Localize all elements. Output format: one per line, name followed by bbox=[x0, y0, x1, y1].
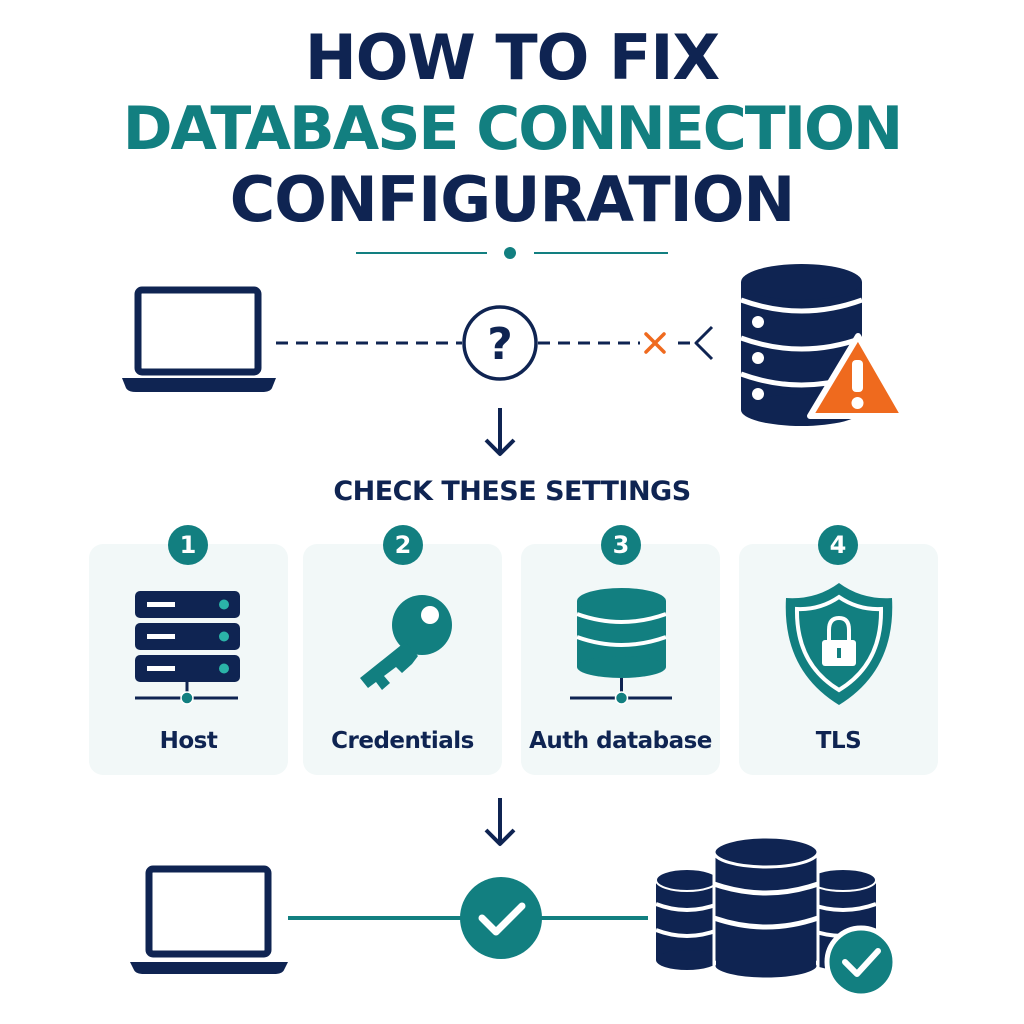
arrow-down-icon bbox=[484, 408, 516, 456]
step-badge-1: 1 bbox=[168, 525, 208, 565]
database-network-icon bbox=[570, 588, 672, 705]
warning-icon bbox=[807, 333, 907, 419]
section-heading: CHECK THESE SETTINGS bbox=[333, 476, 691, 507]
title-line-2: DATABASE CONNECTION bbox=[122, 94, 904, 164]
title-line-1: HOW TO FIX bbox=[304, 21, 720, 94]
step-badge-4: 4 bbox=[818, 525, 858, 565]
key-icon bbox=[360, 595, 452, 690]
setting-label-auth-database: Auth database bbox=[529, 728, 712, 754]
laptop-icon bbox=[122, 286, 276, 392]
title-line-3: CONFIGURATION bbox=[229, 163, 796, 236]
step-badge-3: 3 bbox=[601, 525, 641, 565]
check-badge-icon bbox=[824, 925, 898, 999]
server-icon bbox=[135, 591, 240, 705]
step-badge-2: 2 bbox=[383, 525, 423, 565]
setting-label-host: Host bbox=[159, 728, 218, 754]
broken-link-icon bbox=[644, 325, 714, 361]
laptop-icon bbox=[130, 865, 288, 974]
title-divider bbox=[356, 247, 668, 259]
setting-label-credentials: Credentials bbox=[331, 728, 474, 754]
shield-lock-icon bbox=[785, 583, 893, 705]
arrow-down-icon bbox=[484, 798, 516, 846]
check-icon bbox=[460, 877, 542, 959]
setting-label-tls: TLS bbox=[815, 728, 862, 754]
question-symbol: ? bbox=[487, 319, 513, 370]
question-icon: ? bbox=[462, 305, 538, 381]
database-cluster-icon bbox=[655, 835, 877, 981]
